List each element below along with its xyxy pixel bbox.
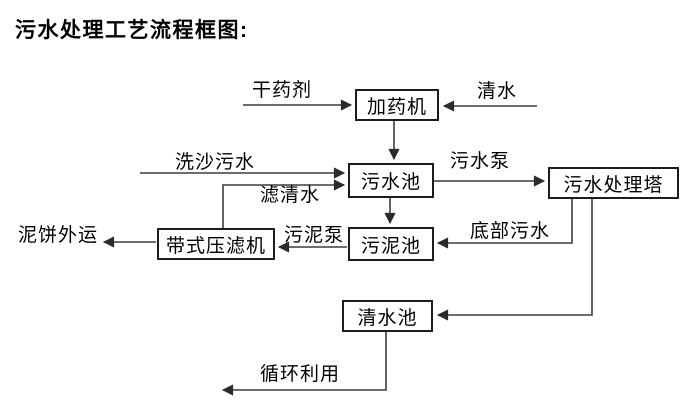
node-sewage-treatment-tower: 污水处理塔 — [548, 167, 679, 199]
edge-label-bottom-sewage: 底部污水 — [470, 221, 551, 242]
edge-label-sand-washing-sewage: 洗沙污水 — [175, 152, 256, 173]
edge-label-mud-cake-outbound: 泥饼外运 — [18, 225, 99, 246]
arrow-filtered-water-to-sewage-pool — [222, 179, 346, 228]
arrow-recycling-use — [221, 332, 387, 396]
node-sludge-pool: 污泥池 — [348, 227, 434, 261]
edge-label-sewage-pump: 污水泵 — [450, 151, 511, 172]
node-sludge-pool-label: 污泥池 — [360, 235, 421, 257]
edge-label-sludge-pump: 污泥泵 — [284, 225, 345, 246]
node-belt-filter-press: 带式压滤机 — [157, 228, 275, 260]
edge-label-dry-agent: 干药剂 — [252, 80, 313, 101]
node-clear-water-pool: 清水池 — [342, 300, 433, 332]
node-clear-water-pool-label: 清水池 — [357, 307, 418, 329]
arrow-bottom-sewage-to-sludge-pool — [436, 199, 573, 249]
node-sewage-treatment-tower-label: 污水处理塔 — [563, 174, 664, 196]
edge-label-clean-water: 清水 — [477, 81, 518, 102]
edge-label-filtered-clear-water: 滤清水 — [260, 185, 321, 206]
edge-label-recycling-use: 循环利用 — [260, 364, 341, 385]
page-title: 污水处理工艺流程框图: — [15, 19, 249, 42]
arrow-tower-to-clear-water-pool — [436, 199, 593, 321]
node-sewage-pool-label: 污水池 — [360, 172, 421, 193]
node-dosing-machine: 加药机 — [355, 89, 439, 121]
node-sewage-pool: 污水池 — [348, 163, 434, 198]
node-dosing-machine-label: 加药机 — [366, 96, 427, 118]
node-belt-filter-press-label: 带式压滤机 — [165, 235, 266, 257]
